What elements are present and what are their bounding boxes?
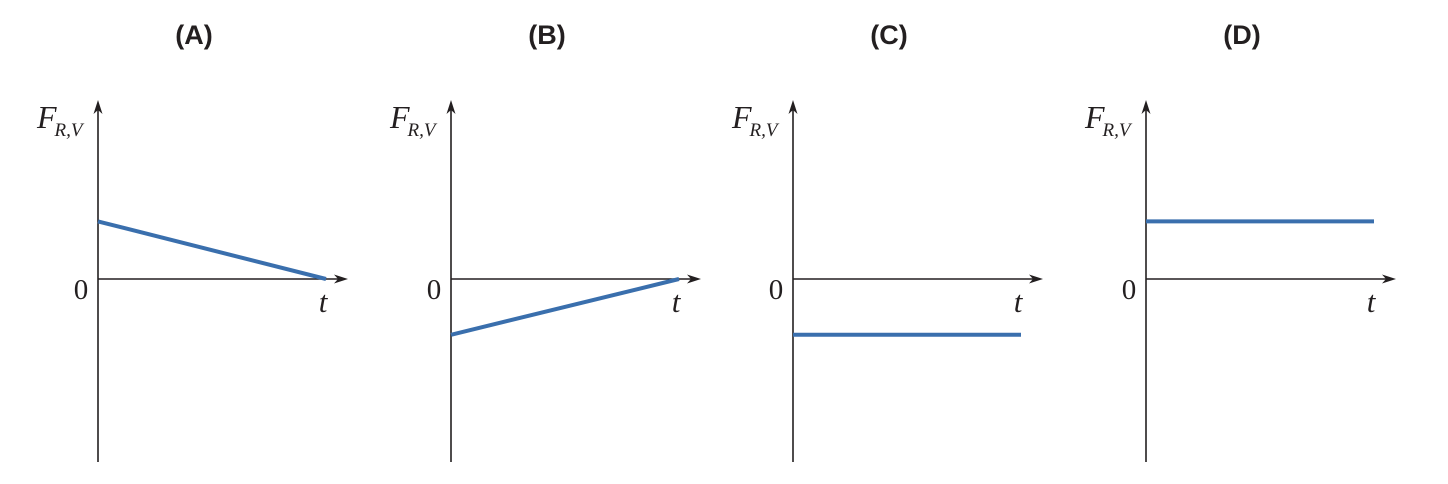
chart-panel-b: (B) FR,V 0 t xyxy=(389,20,701,462)
y-axis-arrow xyxy=(93,100,103,114)
origin-label: 0 xyxy=(769,274,784,306)
series-line-1 xyxy=(450,277,680,337)
panel-title: (D) xyxy=(1223,20,1260,50)
y-axis-arrow xyxy=(1141,100,1151,114)
y-axis-label-main: F xyxy=(1084,99,1105,135)
origin-label: 0 xyxy=(427,274,442,306)
y-axis-label: FR,V xyxy=(36,99,85,141)
x-axis-label: t xyxy=(1014,284,1024,319)
panel-title: (B) xyxy=(528,20,565,50)
chart-panel-d: (D) FR,V 0 t xyxy=(1084,20,1396,462)
x-axis-label: t xyxy=(319,284,329,319)
y-axis-arrow xyxy=(788,100,798,114)
y-axis-arrow xyxy=(446,100,456,114)
chart-panel-c: (C) FR,V 0 t xyxy=(731,20,1043,462)
y-axis-label-subscript: R,V xyxy=(749,120,780,141)
y-axis-label-subscript: R,V xyxy=(54,120,85,141)
y-axis-label: FR,V xyxy=(389,99,438,141)
y-axis-label-subscript: R,V xyxy=(407,120,438,141)
y-axis-label: FR,V xyxy=(731,99,780,141)
x-axis-label: t xyxy=(1367,284,1377,319)
x-axis-arrow xyxy=(1382,274,1396,284)
origin-label: 0 xyxy=(74,274,89,306)
origin-label: 0 xyxy=(1122,274,1137,306)
panel-title: (A) xyxy=(175,20,212,50)
y-axis-label-main: F xyxy=(731,99,752,135)
x-axis-arrow xyxy=(687,274,701,284)
x-axis-label: t xyxy=(672,284,682,319)
y-axis-label-main: F xyxy=(389,99,410,135)
x-axis-arrow xyxy=(334,274,348,284)
y-axis-label-main: F xyxy=(36,99,57,135)
panel-title: (C) xyxy=(870,20,907,50)
y-axis-label: FR,V xyxy=(1084,99,1133,141)
y-axis-label-subscript: R,V xyxy=(1102,120,1133,141)
chart-panel-a: (A) FR,V 0 t xyxy=(36,20,348,462)
x-axis-arrow xyxy=(1029,274,1043,284)
series-line-1 xyxy=(97,219,327,281)
